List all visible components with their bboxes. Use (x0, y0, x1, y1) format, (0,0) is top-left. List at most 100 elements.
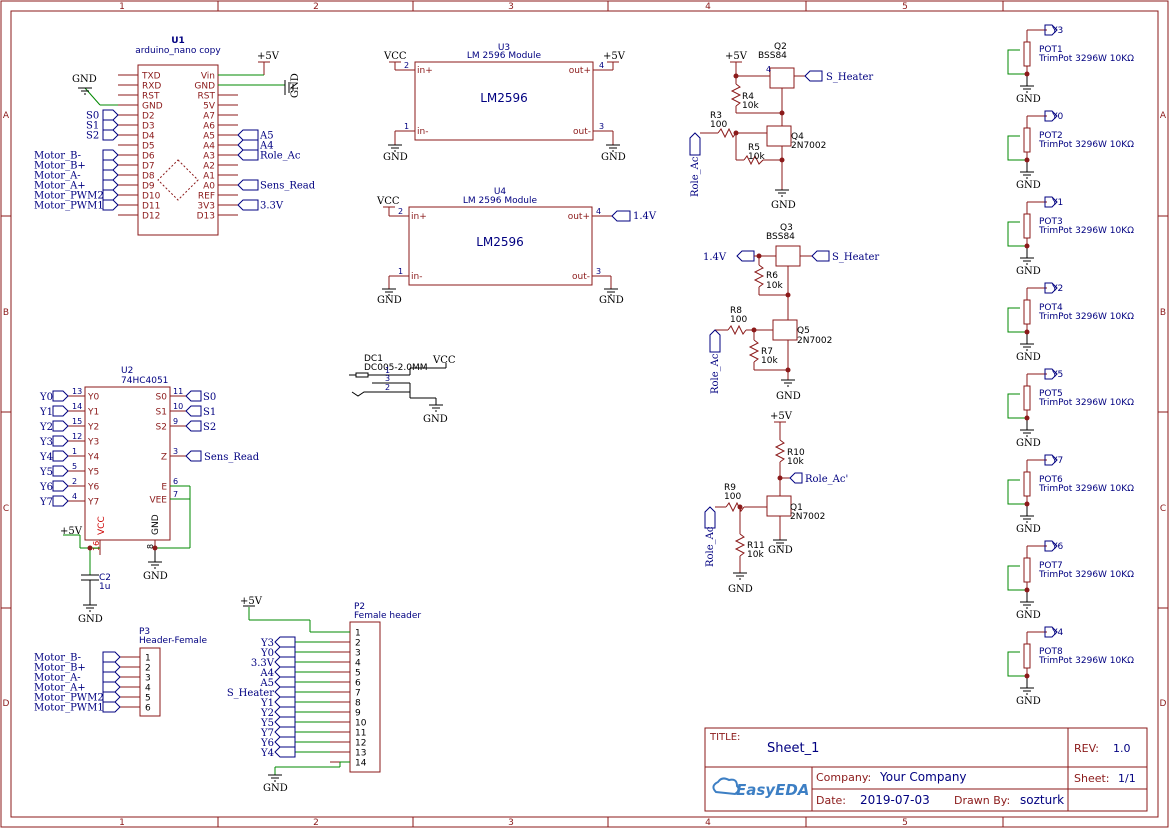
p2-net-flag (274, 696, 296, 708)
hm-r6-value: 10k (766, 281, 783, 291)
u2-left-net-flag (52, 495, 69, 507)
c2-ref: C2 (99, 573, 111, 583)
trimpot-wire (1007, 565, 1027, 591)
u1-left-pin-label: D11 (142, 202, 160, 212)
u4-pin-in-plus: in+ (411, 212, 427, 222)
heater-mid-circuit[interactable]: 1.4V Q3 (703, 223, 879, 402)
ht-q4-ref: Q4 (791, 132, 804, 142)
p3-net-flag (102, 671, 121, 683)
frame-labels: 1 2 3 4 5 1 2 3 4 5 A B C D A B C D (3, 2, 1167, 828)
trimpot-net-flag (1044, 282, 1058, 294)
p2-net-flag (274, 636, 296, 648)
p2-ref: P2 (354, 602, 365, 612)
u3-ref: U3 (498, 43, 510, 53)
p2-pin-num: 1 (355, 629, 361, 639)
p2-female-header[interactable]: P2 Female header 12Y33Y043.3V5A46A57S_He… (227, 596, 422, 794)
trimpot-wire (1007, 307, 1027, 333)
u4-lm2596[interactable]: U4 LM 2596 Module LM2596 in+ in- out+ ou… (376, 187, 657, 306)
u2-name: 74HC4051 (121, 376, 168, 386)
hm-q5-ref: Q5 (797, 326, 810, 336)
p2-name: Female header (354, 611, 421, 621)
u2-left-pin-num: 2 (72, 477, 77, 486)
hm-q5-value: 2N7002 (797, 336, 832, 346)
trimpot-ref: POT8 (1039, 647, 1063, 657)
u2-right-pin-name: Z (161, 453, 167, 463)
p3-ref: P3 (139, 627, 150, 637)
col-label-1-bottom: 1 (119, 818, 125, 828)
rev-label: REV: (1074, 742, 1099, 755)
trimpot-body (1023, 385, 1031, 411)
ht-r3-value: 100 (710, 120, 727, 130)
trimpot-value: TrimPot 3296W 10KΩ (1038, 570, 1134, 580)
u4-num-out-plus: 4 (596, 207, 601, 216)
u2-left-pin-name: Y1 (87, 408, 99, 418)
trimpot-ref: POT7 (1039, 561, 1063, 571)
p3-header-female[interactable]: P3 Header-Female 1Motor_B-2Motor_B+3Moto… (34, 627, 207, 717)
ht-q4-value: 2N7002 (791, 141, 826, 151)
u1-left-net-label: S2 (86, 131, 99, 142)
dc1-jack[interactable]: DC1 DC005-2.0MM VCC 1 3 2 GND (349, 354, 456, 425)
dc1-net: VCC (432, 355, 456, 366)
u4-out-net: 1.4V (633, 211, 657, 222)
title-value: Sheet_1 (767, 741, 819, 756)
p3-net-flag (102, 701, 121, 713)
dc1-name: DC005-2.0MM (364, 363, 427, 373)
u1-left-net-flag (102, 159, 119, 171)
u2-left-pin-name: Y4 (87, 453, 99, 463)
p2-net-flag (274, 706, 296, 718)
inv-q1-value: 2N7002 (790, 512, 825, 522)
u1-name: arduino_nano copy (135, 46, 221, 56)
heater-top-circuit[interactable]: +5V (689, 42, 873, 211)
u2-left-net-label: Y3 (39, 437, 53, 448)
trimpot-body (1023, 213, 1031, 239)
col-label-3-top: 3 (508, 2, 514, 12)
u1-right-net-label: A5 (259, 131, 274, 142)
u1-right-net-label: Sens_Read (260, 181, 316, 192)
trimpot-net-flag (1044, 368, 1058, 380)
inv-r11-ref: R11 (747, 541, 765, 551)
p2-net-label: Y1 (260, 698, 274, 709)
dc1-gnd: GND (423, 414, 448, 425)
trimpot-net-label: Y3 (1051, 26, 1063, 36)
hm-r8-value: 100 (730, 315, 747, 325)
p2-net-flag (274, 686, 296, 698)
u2-right-pin-num: 11 (173, 387, 183, 396)
u1-right-pin-label: A2 (203, 162, 215, 172)
u2-left-net-label: Y4 (39, 452, 53, 463)
trimpot-value: TrimPot 3296W 10KΩ (1038, 484, 1134, 494)
u1-arduino-nano[interactable]: U1 arduino_nano copy TXDRXDRSTGNDD2D3D4D… (34, 36, 316, 236)
row-label-b-left: B (3, 308, 9, 318)
inv-r10-ref: R10 (787, 448, 805, 458)
trimpot-net-label: Y0 (1051, 112, 1063, 122)
p3-net-label: Motor_A+ (34, 683, 86, 694)
u3-body: LM2596 (480, 91, 528, 105)
p2-net-flag (274, 716, 296, 728)
u3-num-in-minus: 1 (404, 122, 409, 131)
inv-r10-value: 10k (787, 457, 804, 467)
u2-left-net-flag (52, 480, 69, 492)
u2-74hc4051[interactable]: U2 74HC4051 Y013Y0Y114Y1Y215Y2Y312Y3Y41Y… (39, 366, 260, 625)
trimpot-junction (1024, 243, 1030, 249)
u2-vcc-num: 16 (92, 541, 101, 551)
u2-left-pin-num: 15 (72, 417, 82, 426)
easyeda-logo: EasyEDA (712, 777, 809, 799)
p2-net-flag (274, 746, 296, 758)
u1-left-net-flag (102, 169, 119, 181)
p2-pin-num: 6 (355, 679, 361, 689)
inv-net-out: Role_Ac' (805, 474, 848, 485)
inv-gnd-q: GND (768, 545, 793, 556)
u2-left-pin-name: Y0 (87, 393, 99, 403)
inverter-circuit[interactable]: +5V R10 10k R9 100 Q1 2N (704, 411, 848, 595)
u1-left-net-label: S0 (86, 111, 99, 122)
p2-net-label: Y2 (260, 708, 274, 719)
u3-lm2596[interactable]: U3 LM 2596 Module LM2596 in+ in- out+ ou… (383, 43, 626, 163)
trimpot-gnd-label: GND (1016, 94, 1041, 105)
u4-num-in-plus: 2 (398, 207, 403, 216)
p3-pin-num: 6 (145, 704, 151, 714)
u2-ref: U2 (121, 366, 133, 376)
u2-right-net-flag (185, 405, 202, 417)
u4-gnd-in: GND (377, 295, 402, 306)
u1-right-net-flag (237, 199, 259, 211)
u2-right-pin-name: VEE (149, 496, 167, 506)
